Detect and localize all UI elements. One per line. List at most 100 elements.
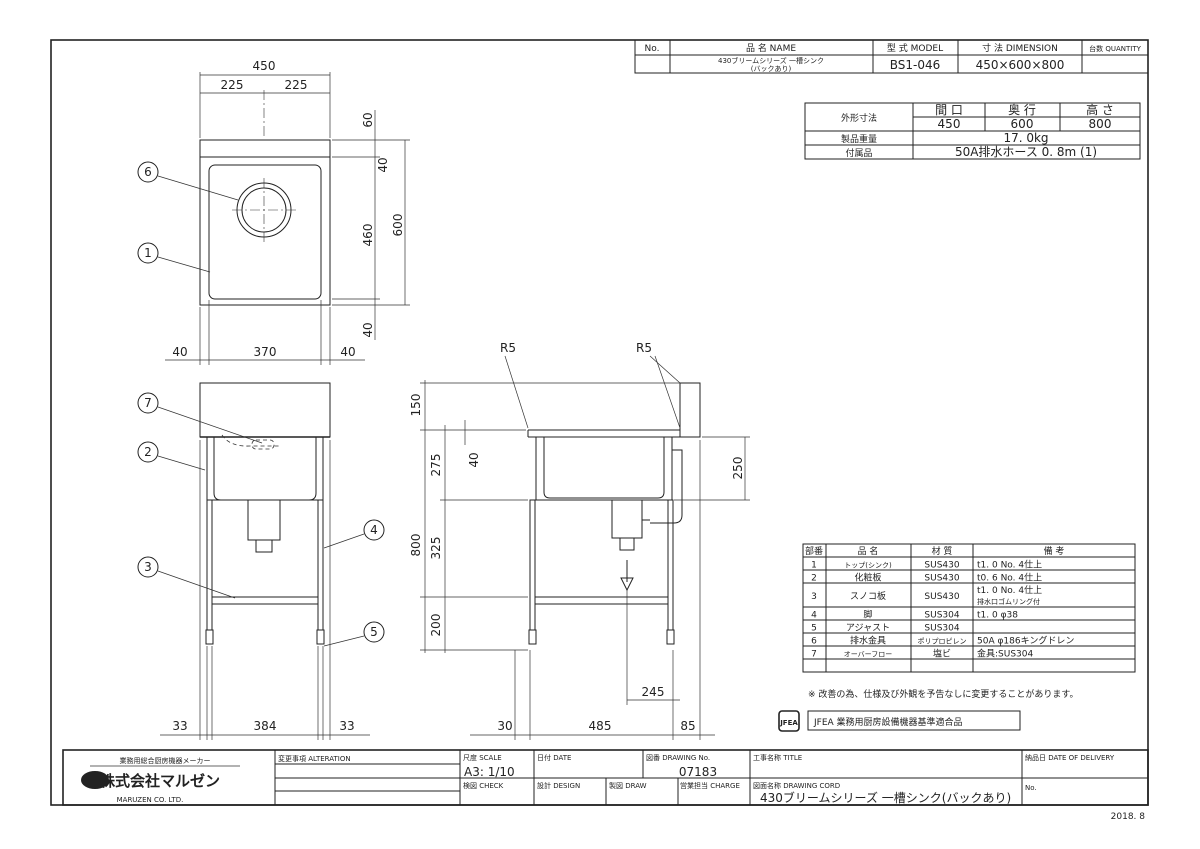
dim-side-40: 40 [467,452,481,467]
dim-top-370: 370 [254,345,277,359]
company-logo-jp: 株式会社マルゼン [100,772,220,790]
spec-weight-label: 製品重量 [841,133,877,145]
date-label: 日付 DATE [537,753,571,762]
delivery-label: 納品日 DATE OF DELIVERY [1025,753,1115,762]
product-name-line2: (バックあり) [751,65,792,73]
part-material: SUS430 [924,561,959,571]
balloon-1: 1 [144,246,152,260]
draw-label: 製図 DRAW [609,781,647,790]
jfea-label: JFEA 業務用厨房設備機器基準適合品 [813,716,963,728]
part-name: スノコ板 [850,590,886,602]
part-name: トップ(シンク) [844,562,892,570]
product-model: BS1-046 [890,58,941,72]
title-block: 業務用総合厨房機器メーカー 株式会社マルゼン MARUZEN CO. LTD. … [62,749,1149,806]
part-note: 50A φ186キングドレン [977,635,1074,647]
balloon-2: 2 [144,445,152,459]
drawing-no-label: 図番 DRAWING No. [646,754,710,762]
dim-top-40-left: 40 [172,345,187,359]
spec-outer-label: 外形寸法 [841,112,877,124]
parts-header-no: 部番 [805,545,823,557]
side-view: 150 40 275 800 325 200 250 R5 R5 245 30 … [409,341,750,740]
drawing-name: 430ブリームシリーズ 一槽シンク(バックあり) [760,790,1011,805]
part-no: 3 [811,592,817,602]
part-name: アジャスト [846,624,890,634]
dim-top-60: 60 [361,112,375,127]
revision-date: 2018. 8 [1111,812,1146,822]
parts-header-note: 備 考 [1044,545,1065,557]
dim-side-485: 485 [589,719,612,733]
part-no: 2 [811,574,817,584]
scale-label: 尺度 SCALE [463,753,502,762]
header-name-label: 品 名 NAME [746,42,796,54]
part-material: SUS430 [924,592,959,602]
spec-accessory-label: 付属品 [845,148,872,159]
spec-table: 外形寸法 間 口 奥 行 高 さ 450 600 800 製品重量 17. 0k… [804,102,1141,160]
header-model-label: 型 式 MODEL [887,42,943,54]
dim-side-85: 85 [680,719,695,733]
spec-height: 800 [1089,117,1112,131]
maker-tagline: 業務用総合厨房機器メーカー [120,756,211,765]
drawing-cord-label: 図面名称 DRAWING CORD [753,781,840,790]
part-material: SUS430 [924,574,959,584]
part-name: オーバーフロー [844,651,893,659]
part-note: t1. 0 No. 4仕上 [977,559,1042,571]
part-note: 金具:SUS304 [977,648,1033,660]
drawing-no-value: 07183 [679,765,717,779]
product-name-line1: 430ブリームシリーズ 一槽シンク [718,56,824,65]
part-name: 化粧板 [854,572,881,584]
jfea-logo: JFEA [778,710,800,732]
part-material: SUS304 [924,624,959,634]
spec-width-label: 間 口 [935,103,963,117]
balloon-6: 6 [144,165,152,179]
design-label: 設計 DESIGN [537,781,580,790]
spec-weight: 17. 0kg [1003,131,1048,145]
part-note-2: 排水口ゴムリング付 [977,597,1040,606]
disclaimer-note: ※ 改善の為、仕様及び外観を予告なしに変更することがあります。 [808,688,1079,700]
dim-side-800: 800 [409,534,423,557]
balloon-3: 3 [144,560,152,574]
spec-depth: 600 [1011,117,1034,131]
dim-top-40-right: 40 [340,345,355,359]
dim-top-225-left: 225 [221,78,244,92]
part-material: ポリプロピレン [918,638,967,646]
spec-depth-label: 奥 行 [1008,103,1036,117]
spec-width: 450 [938,117,961,131]
part-no: 7 [811,650,817,660]
dim-top-40-lower: 40 [361,322,375,337]
scale-value: A3: 1/10 [464,765,515,779]
dim-side-250: 250 [731,457,745,480]
parts-header-material: 材 質 [932,545,953,557]
parts-header-name: 品 名 [858,545,879,557]
part-balloons: 6 1 7 2 3 4 5 [137,161,385,647]
header-dimension-label: 寸 法 DIMENSION [982,42,1058,54]
dim-front-33-right: 33 [339,719,354,733]
dim-side-r5-left: R5 [500,341,516,355]
spec-height-label: 高 さ [1086,102,1114,117]
charge-label: 営業担当 CHARGE [680,781,740,790]
dim-top-600: 600 [391,214,405,237]
dim-top-460: 460 [361,224,375,247]
company-name-en: MARUZEN CO. LTD. [117,796,184,804]
balloon-5: 5 [370,625,378,639]
header-no-label: No. [645,44,660,54]
dim-top-40-upper: 40 [376,157,390,172]
dim-side-150: 150 [409,394,423,417]
part-name: 排水金具 [850,635,886,647]
part-no: 4 [811,611,817,621]
title-no-label: No. [1025,784,1037,792]
dim-front-33-left: 33 [172,719,187,733]
part-note: t1. 0 φ38 [977,611,1018,621]
dim-top-225-right: 225 [285,78,308,92]
part-no: 6 [811,637,817,647]
header-table: No. 品 名 NAME 型 式 MODEL 寸 法 DIMENSION 台数 … [634,39,1149,74]
front-view: 33 384 33 [160,382,370,740]
dim-side-275: 275 [429,454,443,477]
header-quantity-label: 台数 QUANTITY [1089,44,1141,53]
check-label: 検図 CHECK [463,781,504,790]
part-material: SUS304 [924,611,959,621]
dim-side-200: 200 [429,614,443,637]
part-no: 5 [811,624,817,634]
balloon-4: 4 [370,523,378,537]
alteration-label: 変更事項 ALTERATION [278,754,351,763]
part-name: 脚 [863,610,872,621]
